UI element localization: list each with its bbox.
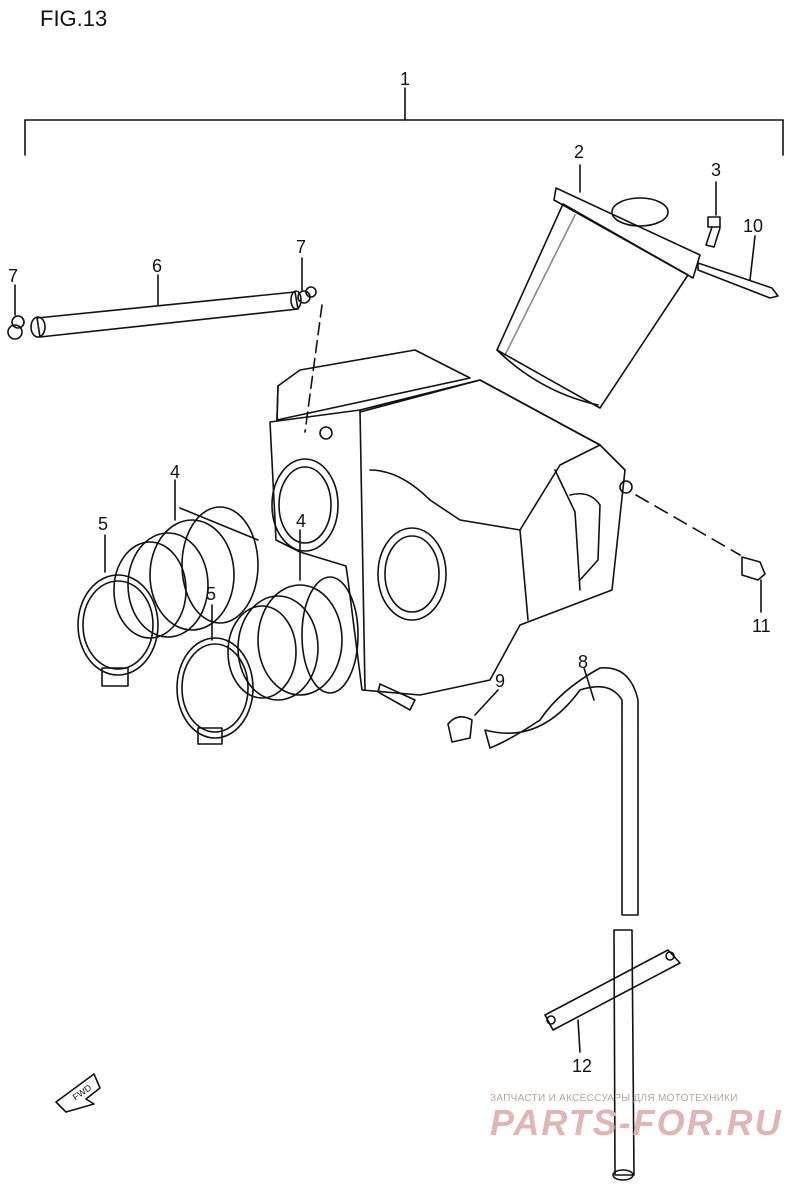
watermark-brand: PARTS-FOR.RU (490, 1102, 783, 1143)
callout-9: 9 (495, 671, 505, 691)
callout-1: 1 (400, 69, 410, 89)
callout-4-left: 4 (170, 462, 180, 482)
mounting-bolt (635, 494, 766, 613)
intake-boot-left (113, 479, 259, 639)
drain-tube (30, 274, 302, 338)
drain-hose (484, 667, 639, 916)
callout-8: 8 (578, 652, 588, 672)
callout-5-left: 5 (98, 514, 108, 534)
watermark-tagline: ЗАПЧАСТИ И АКСЕССУАРЫ ДЛЯ МОТОТЕХНИКИ (490, 1093, 738, 1104)
filter-bracket-plate (697, 235, 779, 299)
lower-hose-bracket (544, 949, 681, 1053)
lower-hose (612, 929, 635, 1181)
callout-7-left: 7 (8, 266, 18, 286)
figure-title: FIG.13 (40, 6, 108, 31)
hose-clamp-right (176, 604, 254, 745)
callout-4-right: 4 (296, 511, 306, 531)
callout-6: 6 (152, 256, 162, 276)
watermark: ЗАПЧАСТИ И АКСЕССУАРЫ ДЛЯ МОТОТЕХНИКИ PA… (490, 1093, 790, 1144)
callout-12: 12 (572, 1056, 592, 1076)
callout-10: 10 (743, 216, 763, 236)
callout-11: 11 (752, 616, 771, 636)
assembly-bracket (24, 87, 784, 156)
callout-2: 2 (574, 142, 584, 162)
hose-clamp-left (77, 534, 159, 687)
intake-boot-right (227, 529, 359, 701)
air-cleaner-case (269, 349, 633, 711)
fwd-arrow-icon (55, 1073, 101, 1113)
callout-7-right: 7 (296, 237, 306, 257)
callout-3: 3 (711, 160, 721, 180)
tube-clip-left (7, 284, 25, 340)
callout-5-right: 5 (206, 584, 216, 604)
air-filter-element (496, 164, 701, 409)
tube-clip-right (297, 257, 323, 433)
screw-top (705, 181, 721, 248)
drain-hose-clip (447, 689, 499, 743)
